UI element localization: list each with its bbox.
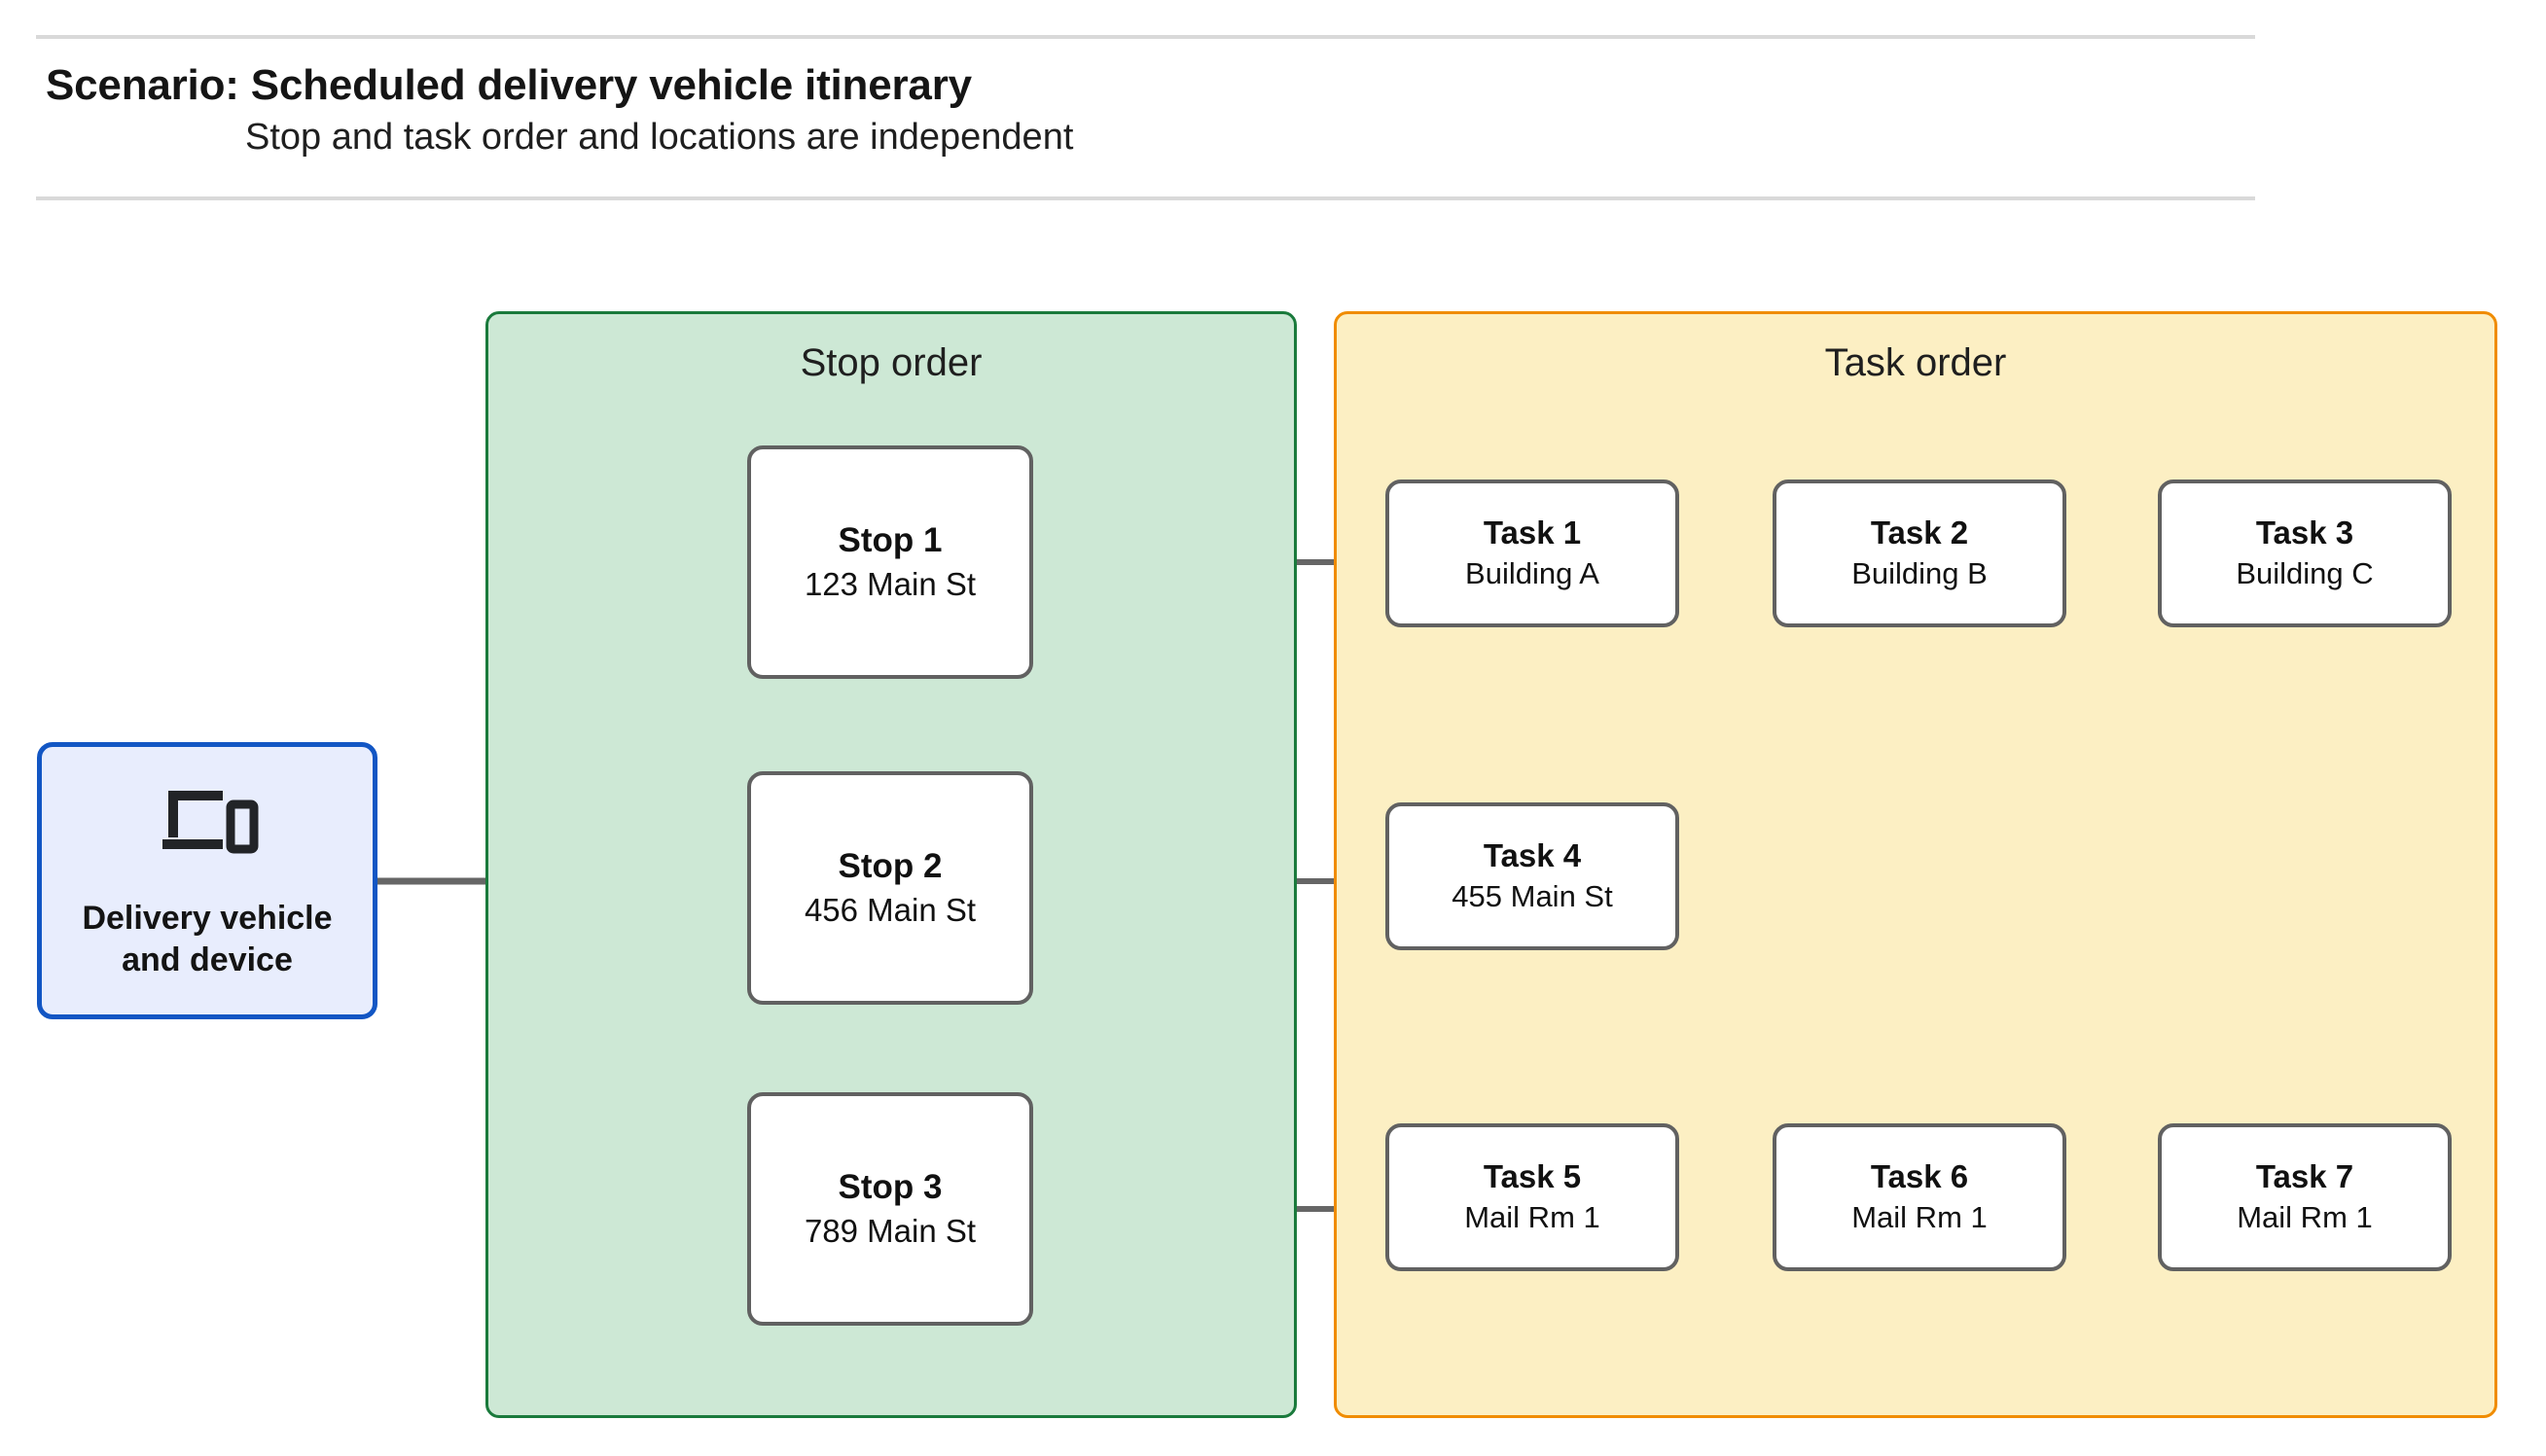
stop-node-title: Stop 3 [838, 1167, 943, 1206]
header-rule-bottom [36, 196, 2255, 200]
stop-node-title: Stop 2 [838, 846, 943, 885]
task-node-location: 455 Main St [1452, 879, 1613, 914]
task-node-location: Mail Rm 1 [1464, 1200, 1600, 1235]
task-node-title: Task 3 [2255, 515, 2354, 551]
task-node-title: Task 2 [1870, 515, 1969, 551]
task-node-title: Task 7 [2255, 1158, 2354, 1195]
task-node-4[interactable]: Task 4 455 Main St [1385, 802, 1679, 950]
page-subtitle: Stop and task order and locations are in… [245, 117, 1074, 159]
stop-node-2[interactable]: Stop 2 456 Main St [747, 771, 1033, 1005]
header-block: Scenario: Scheduled delivery vehicle iti… [46, 60, 2235, 160]
task-node-3[interactable]: Task 3 Building C [2158, 479, 2452, 627]
task-node-title: Task 1 [1483, 515, 1582, 551]
task-order-panel-title: Task order [1824, 341, 2007, 384]
task-node-title: Task 6 [1870, 1158, 1969, 1195]
device-node-label: Delivery vehicle and device [82, 900, 333, 978]
task-node-location: Mail Rm 1 [2237, 1200, 2373, 1235]
stop-node-3[interactable]: Stop 3 789 Main St [747, 1092, 1033, 1326]
task-node-7[interactable]: Task 7 Mail Rm 1 [2158, 1123, 2452, 1271]
stop-node-1[interactable]: Stop 1 123 Main St [747, 445, 1033, 679]
stop-order-panel-title: Stop order [800, 341, 983, 384]
task-node-title: Task 4 [1483, 837, 1582, 874]
task-node-location: Building B [1851, 556, 1988, 591]
task-node-location: Mail Rm 1 [1851, 1200, 1988, 1235]
stop-node-location: 789 Main St [804, 1213, 977, 1250]
task-node-title: Task 5 [1483, 1158, 1582, 1195]
devices-icon [155, 781, 260, 861]
page-title: Scenario: Scheduled delivery vehicle iti… [46, 61, 972, 109]
task-node-location: Building C [2236, 556, 2374, 591]
delivery-vehicle-and-device-node[interactable]: Delivery vehicle and device [37, 742, 377, 1019]
task-node-5[interactable]: Task 5 Mail Rm 1 [1385, 1123, 1679, 1271]
header-rule-top [36, 35, 2255, 39]
stop-node-location: 123 Main St [804, 566, 977, 603]
task-node-6[interactable]: Task 6 Mail Rm 1 [1773, 1123, 2066, 1271]
stop-node-title: Stop 1 [838, 520, 943, 559]
task-node-2[interactable]: Task 2 Building B [1773, 479, 2066, 627]
stop-node-location: 456 Main St [804, 892, 977, 929]
task-node-1[interactable]: Task 1 Building A [1385, 479, 1679, 627]
task-node-location: Building A [1465, 556, 1599, 591]
